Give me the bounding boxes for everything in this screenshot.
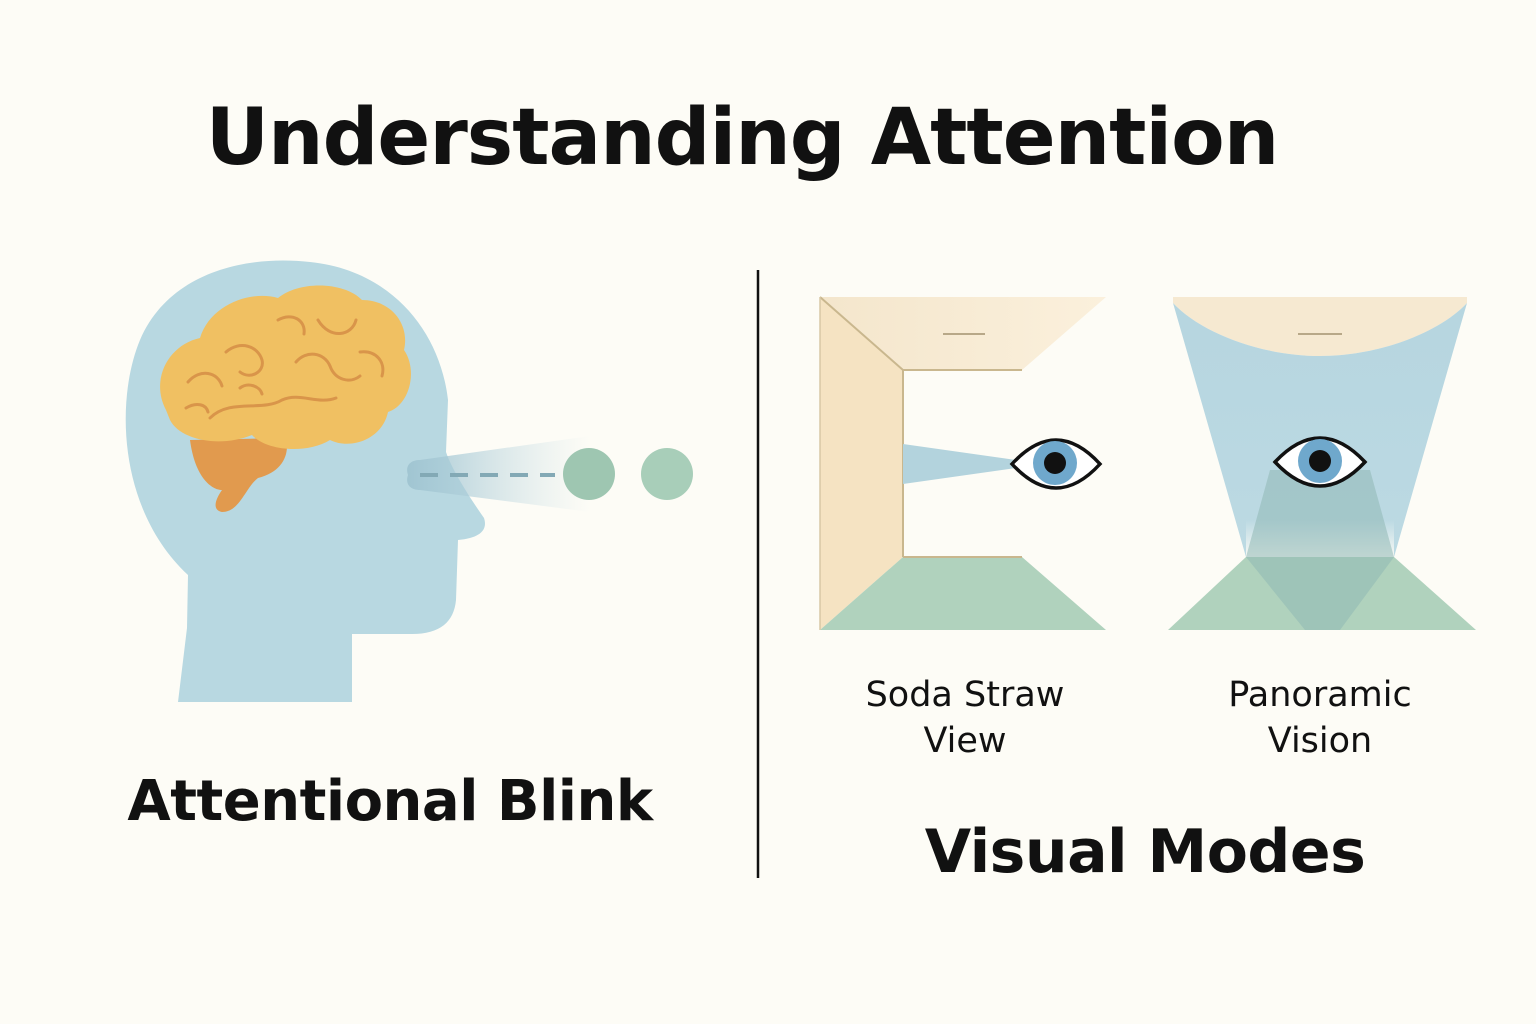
target-dot [641, 448, 693, 500]
mode-label-line: Vision [1267, 721, 1373, 761]
eye-icon [1009, 438, 1103, 490]
mode-label-soda-straw: Soda Straw View [795, 672, 1135, 764]
brain-icon [160, 285, 411, 512]
attention-beam [407, 436, 693, 512]
mode-label-line: View [923, 721, 1007, 761]
mode-label-panoramic: Panoramic Vision [1150, 672, 1490, 764]
mode-label-line: Soda Straw [865, 675, 1065, 715]
target-dot [563, 448, 615, 500]
page-title: Understanding Attention [205, 93, 1280, 183]
corridor-icon [819, 296, 1106, 630]
eye-icon [1272, 436, 1368, 488]
visual-modes-caption: Visual Modes [924, 817, 1366, 887]
mode-label-line: Panoramic [1228, 675, 1412, 715]
cone-icon [1168, 297, 1476, 630]
attentional-blink-caption: Attentional Blink [127, 769, 653, 834]
